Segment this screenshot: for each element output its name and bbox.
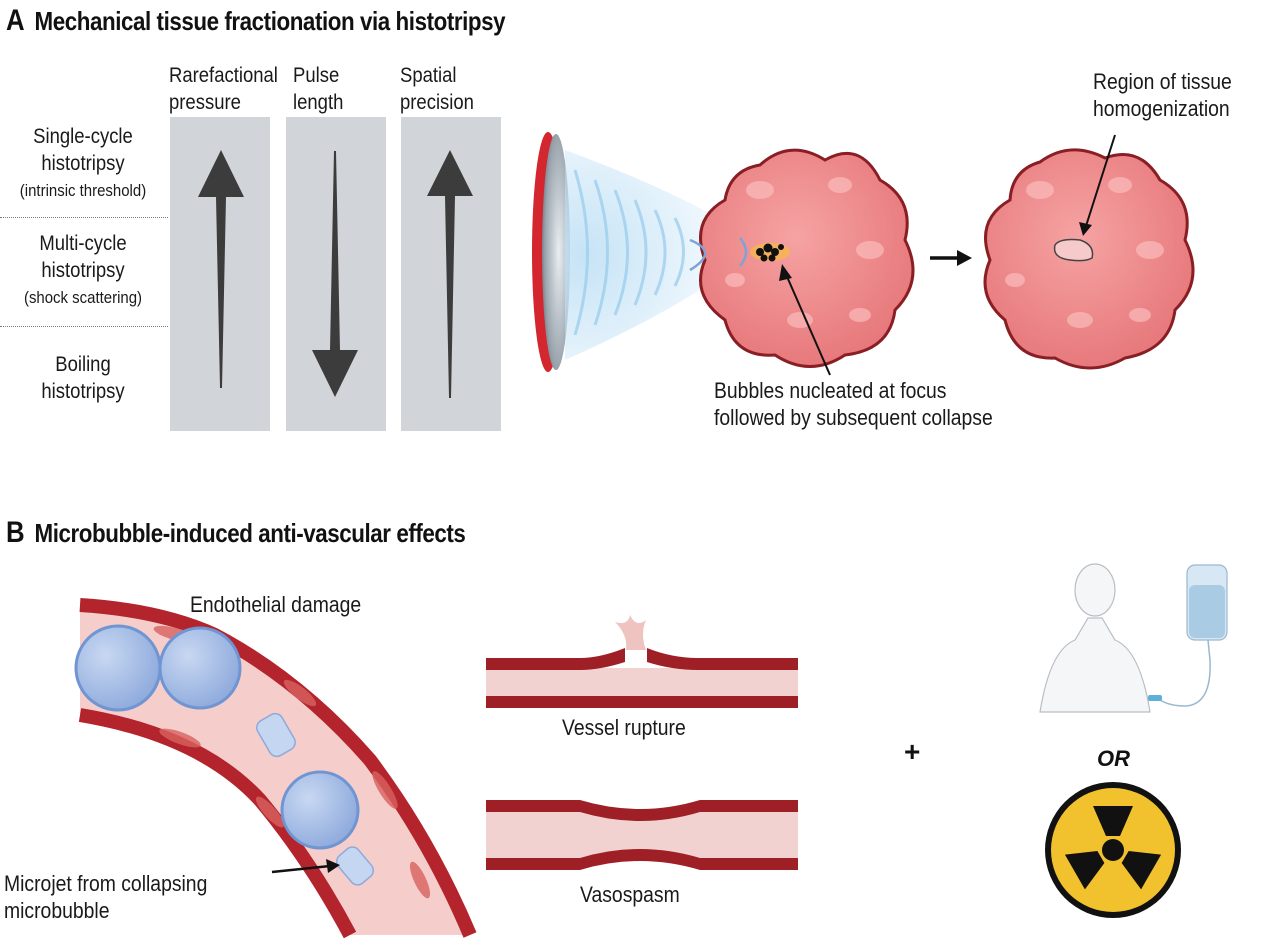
panel-a-letter: A: [6, 4, 25, 37]
row-label-line1: Boiling: [55, 353, 111, 376]
callout-line2: followed by subsequent collapse: [714, 405, 993, 430]
row-label-line1: Multi-cycle: [39, 232, 127, 255]
vessel-rupture-icon: [486, 615, 798, 708]
row-label-single-cycle: Single-cycle histotripsy (intrinsic thre…: [10, 123, 156, 204]
bubbles-cluster: [756, 243, 784, 262]
ultrasound-beam: [565, 150, 760, 360]
microbubble-icons: [74, 624, 360, 850]
label-microjet-line1: Microjet from collapsing: [4, 871, 208, 896]
column-header-rarefactional-pressure: Rarefactional pressure: [169, 62, 278, 116]
column-header-line1: Spatial: [400, 64, 457, 87]
column-header-line1: Pulse: [293, 64, 340, 87]
plus-sign: +: [904, 736, 921, 767]
row-label-multi-cycle: Multi-cycle histotripsy (shock scatterin…: [10, 230, 156, 311]
arrow-up-icon: [198, 150, 244, 388]
callout-bubbles-nucleated: Bubbles nucleated at focus followed by s…: [714, 377, 993, 431]
homogenized-region: [1053, 238, 1094, 262]
column-header-spatial-precision: Spatial precision: [400, 62, 474, 116]
arrow-right-icon: [930, 250, 972, 266]
row-label-line2: histotripsy: [41, 380, 125, 403]
arrow-up-icon: [427, 150, 473, 398]
label-microjet: Microjet from collapsing microbubble: [4, 870, 207, 924]
panel-a-title: A Mechanical tissue fractionation via his…: [6, 4, 506, 38]
tissue-before-icon: [689, 148, 915, 368]
microjet-icons: [256, 712, 375, 886]
label-vasospasm: Vasospasm: [580, 882, 680, 907]
radiation-icon: [1045, 782, 1181, 918]
row-label-note: (shock scattering): [23, 288, 143, 307]
callout-line2: homogenization: [1093, 96, 1230, 121]
label-vessel-rupture: Vessel rupture: [562, 715, 686, 740]
callout-region-homogenization: Region of tissue homogenization: [1093, 68, 1232, 122]
panel-b-title-text: Microbubble-induced anti-vascular effect…: [34, 518, 466, 548]
callout-line1: Bubbles nucleated at focus: [714, 378, 947, 403]
row-label-line2: histotripsy: [41, 152, 125, 175]
panel-b-letter: B: [6, 516, 25, 549]
ultrasound-transducer-icon: [532, 132, 570, 372]
patient-iv-icon: [1039, 563, 1228, 713]
tissue-after-icon: [983, 148, 1195, 370]
panel-a-title-text: Mechanical tissue fractionation via hist…: [34, 6, 506, 36]
column-header-line2: length: [293, 91, 344, 114]
panel-b-title: B Microbubble-induced anti-vascular effec…: [6, 516, 466, 550]
label-endothelial-damage: Endothelial damage: [190, 592, 362, 617]
row-label-line2: histotripsy: [41, 259, 125, 282]
row-divider: [0, 217, 168, 218]
row-divider: [0, 326, 168, 327]
row-label-line1: Single-cycle: [33, 125, 133, 148]
vasospasm-icon: [486, 800, 798, 870]
ultrasound-waves: [573, 169, 685, 336]
column-header-line1: Rarefactional: [169, 64, 278, 87]
label-microjet-line2: microbubble: [4, 898, 110, 923]
row-label-boiling: Boiling histotripsy: [10, 351, 156, 405]
column-header-pulse-length: Pulse length: [293, 62, 343, 116]
callout-line1: Region of tissue: [1093, 69, 1232, 94]
column-header-line2: precision: [400, 91, 474, 114]
arrow-down-icon: [312, 151, 358, 397]
or-label: OR: [1097, 746, 1130, 771]
row-label-note: (intrinsic threshold): [19, 181, 147, 200]
column-header-line2: pressure: [169, 91, 241, 114]
